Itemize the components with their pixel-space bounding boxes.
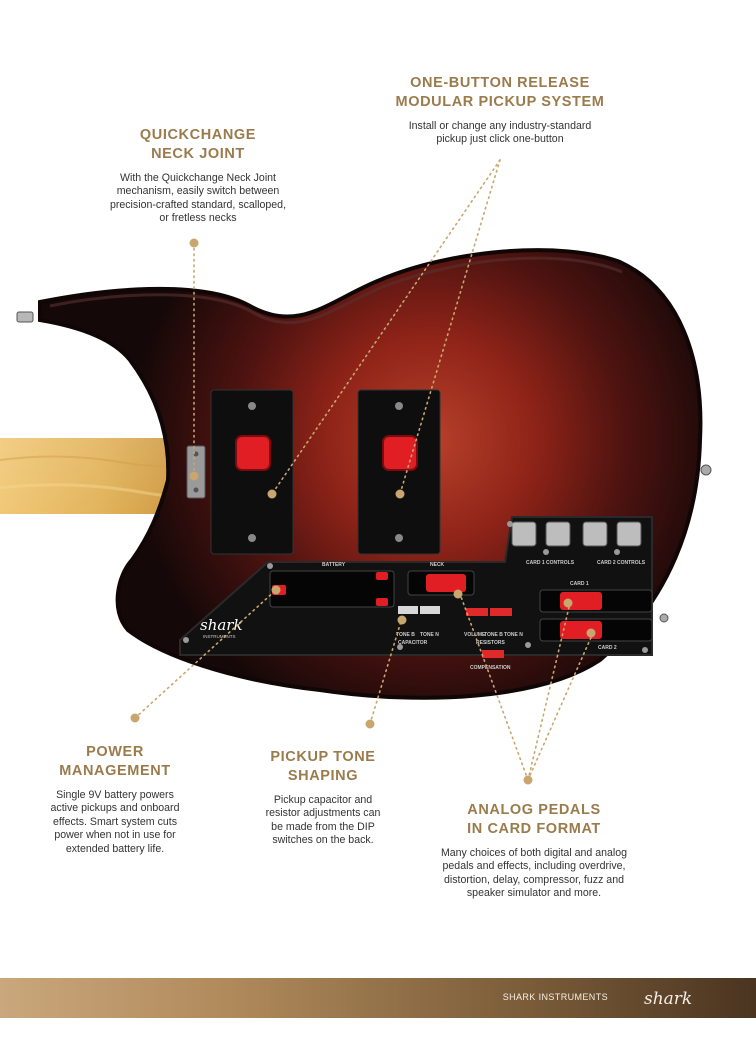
label-card1: CARD 1 (570, 581, 589, 587)
pedals-title: ANALOG PEDALS IN CARD FORMAT (467, 802, 601, 837)
label-capacitor: CAPACITOR (398, 640, 428, 646)
label-neck: NECK (430, 562, 445, 568)
leader-dots (130, 238, 596, 785)
callout-pickup-system: ONE-BUTTON RELEASE MODULAR PICKUP SYSTEM… (360, 74, 640, 147)
label-resistors: RESISTORS (476, 640, 505, 646)
tone-text: Pickup capacitor and resistor adjustment… (265, 794, 381, 847)
battery-compartment (269, 570, 395, 608)
pickup-system-title: ONE-BUTTON RELEASE MODULAR PICKUP SYSTEM (395, 75, 605, 110)
label-battery: BATTERY (322, 562, 346, 568)
card-control-knobs (511, 521, 642, 547)
panel-logo-sub: INSTRUMENTS (203, 634, 236, 639)
control-panel: BATTERY NECK CARD 1 CONTROLS CARD 2 CONT… (179, 516, 653, 671)
footer-shark-logo: shark (644, 989, 692, 1009)
label-card2: CARD 2 (598, 645, 617, 651)
leader-lines (134, 159, 594, 781)
label-tone-b2: TONE B (484, 632, 503, 638)
label-card2-controls: CARD 2 CONTROLS (597, 560, 646, 566)
label-card1-controls: CARD 1 CONTROLS (526, 560, 575, 566)
callout-power-management: POWER MANAGEMENT Single 9V battery power… (20, 743, 210, 856)
power-title: POWER MANAGEMENT (59, 744, 171, 779)
pedals-text: Many choices of both digital and analog … (440, 847, 628, 900)
panel-logo: shark (200, 616, 243, 634)
callout-analog-pedals: ANALOG PEDALS IN CARD FORMAT Many choice… (404, 801, 664, 901)
label-tone-n2: TONE N (504, 632, 523, 638)
label-compensation: COMPENSATION (470, 665, 511, 671)
callout-neck-joint: QUICKCHANGE NECK JOINT With the Quickcha… (68, 126, 328, 226)
dip-switches (398, 606, 512, 658)
power-text: Single 9V battery powers active pickups … (50, 789, 180, 855)
label-tone-n: TONE N (420, 632, 439, 638)
pickup-module-right (357, 389, 441, 555)
tone-title: PICKUP TONE SHAPING (270, 749, 376, 784)
neck-joint-title: QUICKCHANGE NECK JOINT (139, 127, 257, 162)
pickup-module-left (210, 389, 294, 555)
callout-tone-shaping: PICKUP TONE SHAPING Pickup capacitor and… (228, 748, 418, 848)
footer-brand-text: SHARK INSTRUMENTS (502, 992, 608, 1002)
pickup-system-text: Install or change any industry-standard … (408, 120, 592, 146)
footer-bar: SHARK INSTRUMENTS shark (0, 978, 756, 1018)
footer-logo-text: shark (644, 989, 692, 1009)
neck-selector (407, 570, 475, 596)
neck-joint-text: With the Quickchange Neck Joint mechanis… (109, 172, 287, 225)
label-tone-b: TONE B (396, 632, 415, 638)
